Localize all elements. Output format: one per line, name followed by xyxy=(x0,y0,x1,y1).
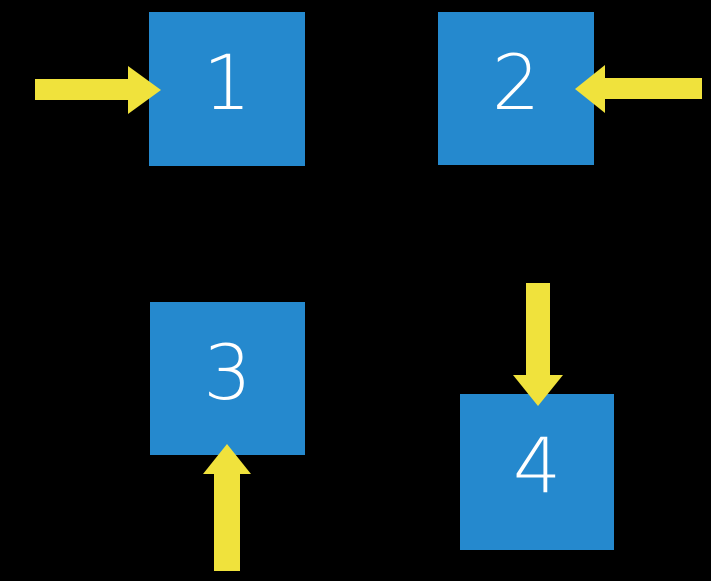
arrow-right-shaft xyxy=(35,79,128,100)
arrow-down-shaft xyxy=(526,283,550,375)
arrow-up-head xyxy=(203,444,251,474)
arrow-right-head xyxy=(128,66,161,114)
arrow-left-shaft xyxy=(605,78,702,99)
square-1: 1 xyxy=(149,12,305,166)
square-2: 2 xyxy=(438,12,594,165)
square-2-label: 2 xyxy=(491,37,541,127)
square-3-label: 3 xyxy=(203,327,252,417)
square-3: 3 xyxy=(150,302,305,455)
arrow-down-head xyxy=(513,375,563,406)
square-4-label: 4 xyxy=(512,421,562,510)
arrow-up-shaft xyxy=(214,474,240,571)
arrow-left-head xyxy=(575,65,605,113)
square-1-label: 1 xyxy=(202,38,252,127)
square-4: 4 xyxy=(460,394,614,550)
